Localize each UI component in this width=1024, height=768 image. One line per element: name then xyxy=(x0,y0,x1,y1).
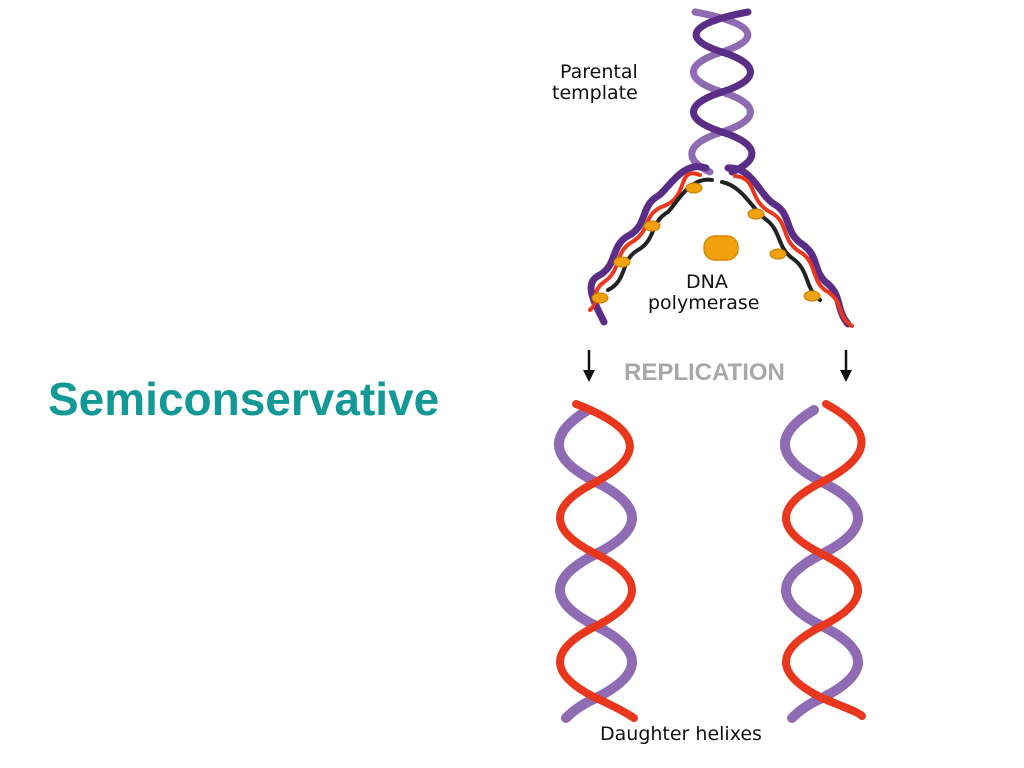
left-daughter-new-strand xyxy=(556,400,638,722)
label-daughter-helixes: Daughter helixes xyxy=(600,723,762,745)
parental-strand-b xyxy=(690,8,756,176)
parental-helix xyxy=(688,8,756,176)
right-polymerase-dot-2 xyxy=(769,248,787,260)
right-daughter-parent-strand xyxy=(780,405,863,723)
left-polymerase-dot-4 xyxy=(591,292,609,304)
right-arm-parent-strand xyxy=(724,164,852,328)
label-polymerase-line1: DNA xyxy=(686,271,728,293)
right-arm-dark-strand xyxy=(720,180,822,302)
arrow-down-right-icon xyxy=(840,350,852,382)
right-polymerase-dot-3 xyxy=(803,290,821,302)
right-daughter-new-strand xyxy=(782,400,866,720)
right-polymerase-dot-1 xyxy=(747,208,765,220)
label-polymerase-line2: polymerase xyxy=(648,292,759,314)
label-parental-line1: Parental xyxy=(560,61,638,83)
arrow-down-left-icon xyxy=(583,350,595,382)
right-daughter-helix xyxy=(780,400,866,723)
left-polymerase-dot-2 xyxy=(643,220,661,232)
left-arm-parent-strand xyxy=(587,163,710,326)
dna-polymerase-enzyme xyxy=(703,235,739,261)
left-daughter-parent-strand xyxy=(554,405,637,723)
left-polymerase-dot-3 xyxy=(613,256,631,268)
left-daughter-helix xyxy=(554,400,638,723)
right-arm-new-strand xyxy=(733,174,854,328)
left-polymerase-dot-1 xyxy=(685,182,703,194)
label-parental-line2: template xyxy=(552,82,638,104)
right-replication-arm xyxy=(720,164,854,328)
left-replication-arm xyxy=(587,163,714,326)
left-arm-new-strand xyxy=(588,171,702,312)
slide-title: Semiconservative xyxy=(48,373,440,425)
label-replication: REPLICATION xyxy=(624,359,785,386)
